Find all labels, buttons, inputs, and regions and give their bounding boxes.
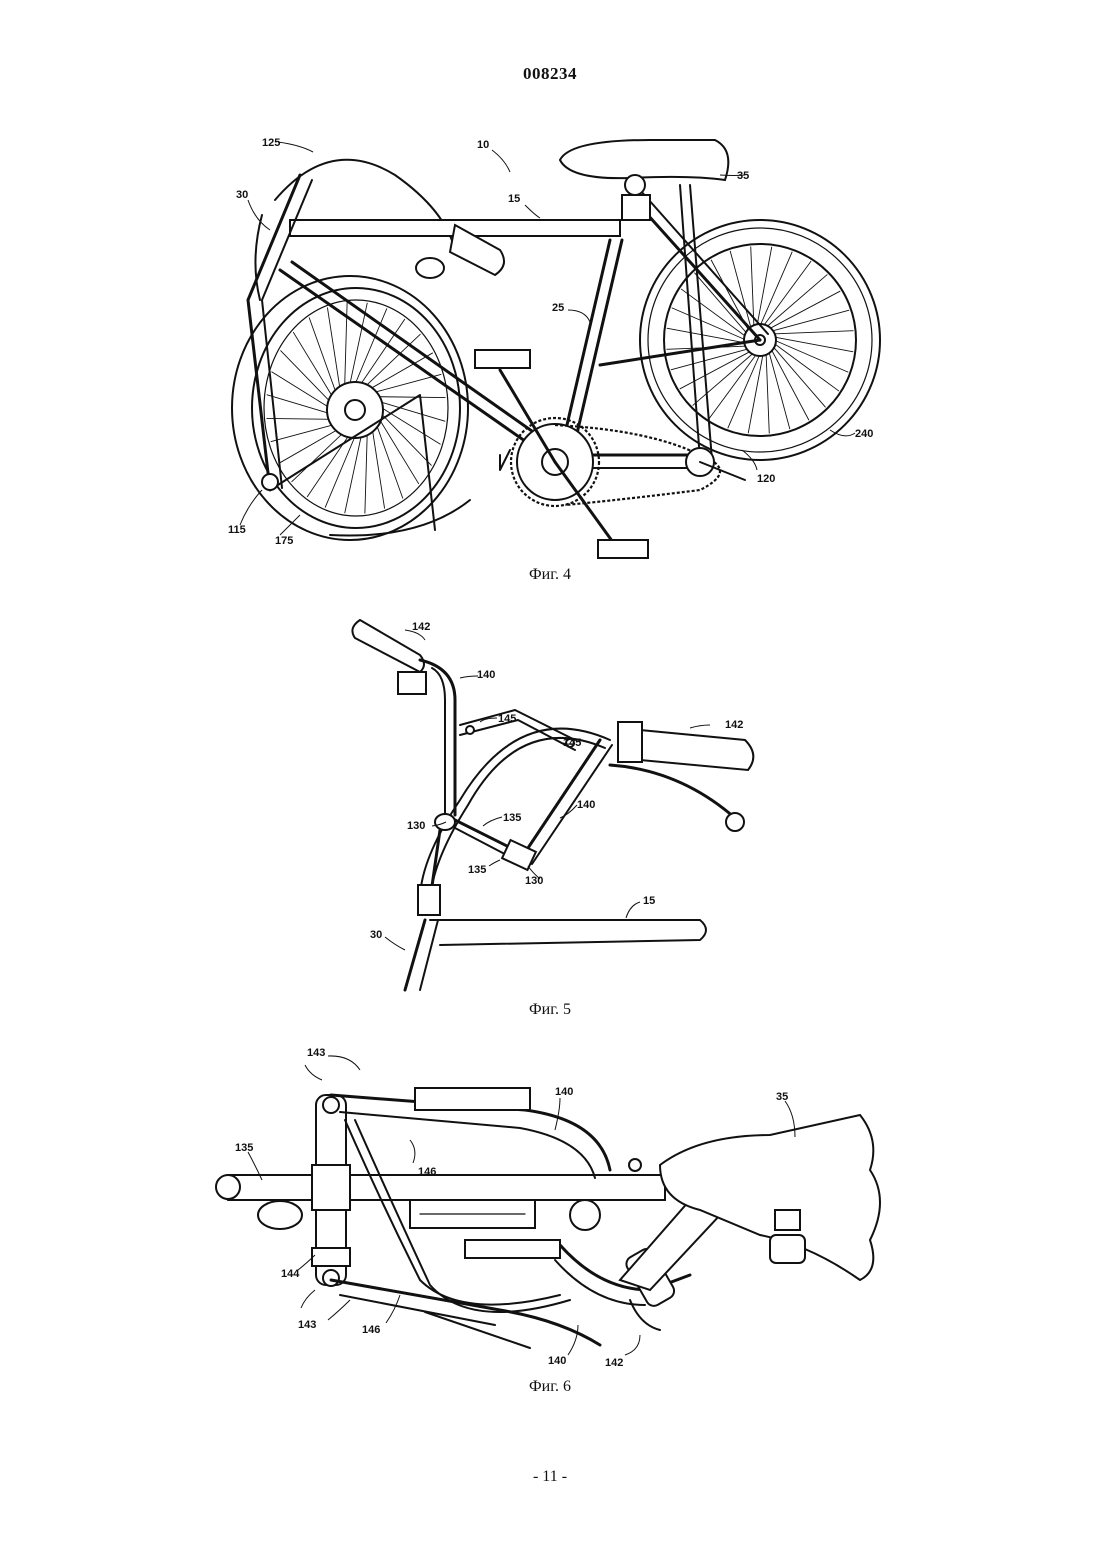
figure-4-caption: Фиг. 4 xyxy=(0,566,1100,584)
wheel-spoke xyxy=(266,418,332,419)
wheel-spoke xyxy=(769,291,841,329)
wheel-spoke xyxy=(292,431,345,482)
label-240: 240 xyxy=(855,428,873,440)
cross-bar xyxy=(460,710,575,750)
wheel-spoke xyxy=(766,274,827,327)
label-145-lower: 145 xyxy=(563,737,581,749)
wheel-spoke xyxy=(757,247,772,327)
document-number: 008234 xyxy=(0,64,1100,84)
label-135-upper: 135 xyxy=(503,812,521,824)
wheel-spoke xyxy=(760,252,792,326)
label-140-lower: 140 xyxy=(577,799,595,811)
label-35: 35 xyxy=(776,1091,788,1103)
wheel-spoke xyxy=(372,428,384,508)
label-15: 15 xyxy=(508,193,520,205)
wheel-spoke xyxy=(345,433,362,513)
figure-4-drawing: 125 30 10 15 25 35 240 120 115 175 xyxy=(0,130,1100,570)
figure-5-caption: Фиг. 5 xyxy=(0,1001,1100,1019)
figure-5-drawing: 142 140 145 145 142 140 135 130 135 130 … xyxy=(0,610,1100,1000)
figure-6-caption: Фиг. 6 xyxy=(0,1378,1100,1396)
label-146-lower: 146 xyxy=(362,1324,380,1336)
wheel-spoke xyxy=(271,424,336,441)
front-wheel xyxy=(232,276,470,540)
wheel-spoke xyxy=(773,346,826,407)
label-175: 175 xyxy=(275,535,293,547)
label-146-upper: 146 xyxy=(418,1166,436,1178)
figure-6-drawing: 143 140 35 135 146 144 143 146 140 142 xyxy=(0,1040,1100,1380)
wheel-spoke xyxy=(748,354,763,434)
label-30: 30 xyxy=(236,189,248,201)
wheel-spoke xyxy=(774,340,848,372)
wheel-spoke xyxy=(379,397,445,398)
wheel-spoke xyxy=(280,350,330,402)
label-143-lower: 143 xyxy=(298,1319,316,1331)
label-140-upper: 140 xyxy=(555,1086,573,1098)
wheel-spoke xyxy=(379,419,418,484)
label-144: 144 xyxy=(281,1268,300,1280)
label-143-upper: 143 xyxy=(307,1047,325,1059)
wheel-spoke xyxy=(709,354,757,419)
page-number: - 11 - xyxy=(0,1468,1100,1486)
wheel-spoke xyxy=(271,372,330,408)
label-130-lower: 130 xyxy=(525,875,543,887)
wheel-spoke xyxy=(267,395,331,414)
label-10: 10 xyxy=(477,139,489,151)
label-140-lower: 140 xyxy=(548,1355,566,1367)
left-handlebar xyxy=(352,620,455,815)
head-tube xyxy=(405,920,706,990)
right-handlebar xyxy=(520,722,753,864)
label-115: 115 xyxy=(228,524,246,536)
label-35: 35 xyxy=(737,170,749,182)
wheel-spoke xyxy=(367,334,420,385)
label-142: 142 xyxy=(605,1357,623,1369)
wheel-spoke xyxy=(774,343,839,391)
label-145-upper: 145 xyxy=(498,713,516,725)
wheel-spoke xyxy=(279,428,340,463)
wheel-spoke xyxy=(774,337,854,352)
label-135-lower: 135 xyxy=(468,864,486,876)
label-140-upper: 140 xyxy=(477,669,495,681)
wheel-spoke xyxy=(293,332,332,397)
label-135: 135 xyxy=(235,1142,253,1154)
wheel-spoke xyxy=(728,354,760,428)
label-125: 125 xyxy=(262,137,280,149)
wheel-spoke xyxy=(773,331,854,334)
shock-spring xyxy=(410,1200,600,1258)
wheel-spoke xyxy=(680,351,752,389)
wheel-spoke xyxy=(365,431,367,513)
wheel-spoke xyxy=(327,307,339,387)
label-30: 30 xyxy=(370,929,382,941)
label-15: 15 xyxy=(643,895,655,907)
wheel-spoke xyxy=(763,261,811,326)
seat xyxy=(560,140,728,220)
wheel-spoke xyxy=(693,353,754,406)
wheel-spoke xyxy=(766,353,769,434)
wheel-spoke xyxy=(667,328,747,343)
seat xyxy=(660,1115,880,1280)
label-25: 25 xyxy=(552,302,564,314)
wheel-spoke xyxy=(771,349,809,421)
wheel-spoke xyxy=(381,402,445,421)
hinge-bracket xyxy=(312,1095,350,1286)
label-142-left: 142 xyxy=(412,621,430,633)
label-120: 120 xyxy=(757,473,775,485)
label-130-left: 130 xyxy=(407,820,425,832)
upper-link xyxy=(331,1088,610,1178)
label-142-right: 142 xyxy=(725,719,743,731)
